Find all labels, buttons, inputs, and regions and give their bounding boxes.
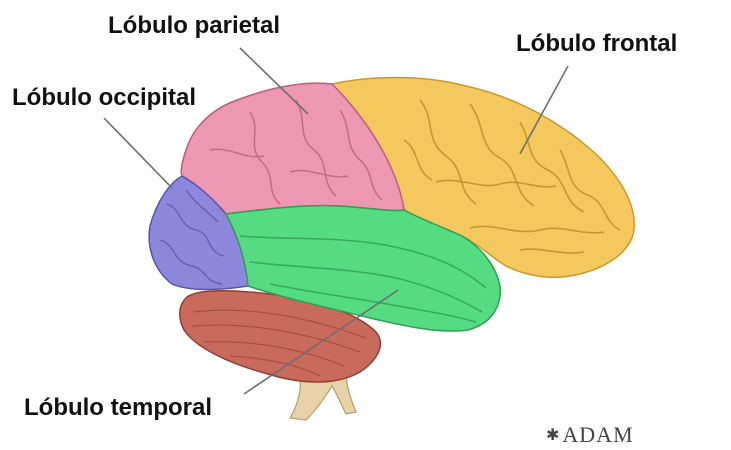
adam-logo-text: ADAM: [562, 422, 633, 447]
label-temporal-lobe: Lóbulo temporal: [24, 396, 212, 420]
adam-logo-mark-icon: ✱: [546, 427, 560, 444]
label-parietal-lobe: Lóbulo parietal: [108, 14, 280, 38]
leader-line-occipital: [104, 118, 172, 188]
adam-logo: ✱ADAM: [546, 424, 634, 446]
label-frontal-lobe: Lóbulo frontal: [516, 32, 677, 56]
label-occipital-lobe: Lóbulo occipital: [12, 86, 196, 110]
